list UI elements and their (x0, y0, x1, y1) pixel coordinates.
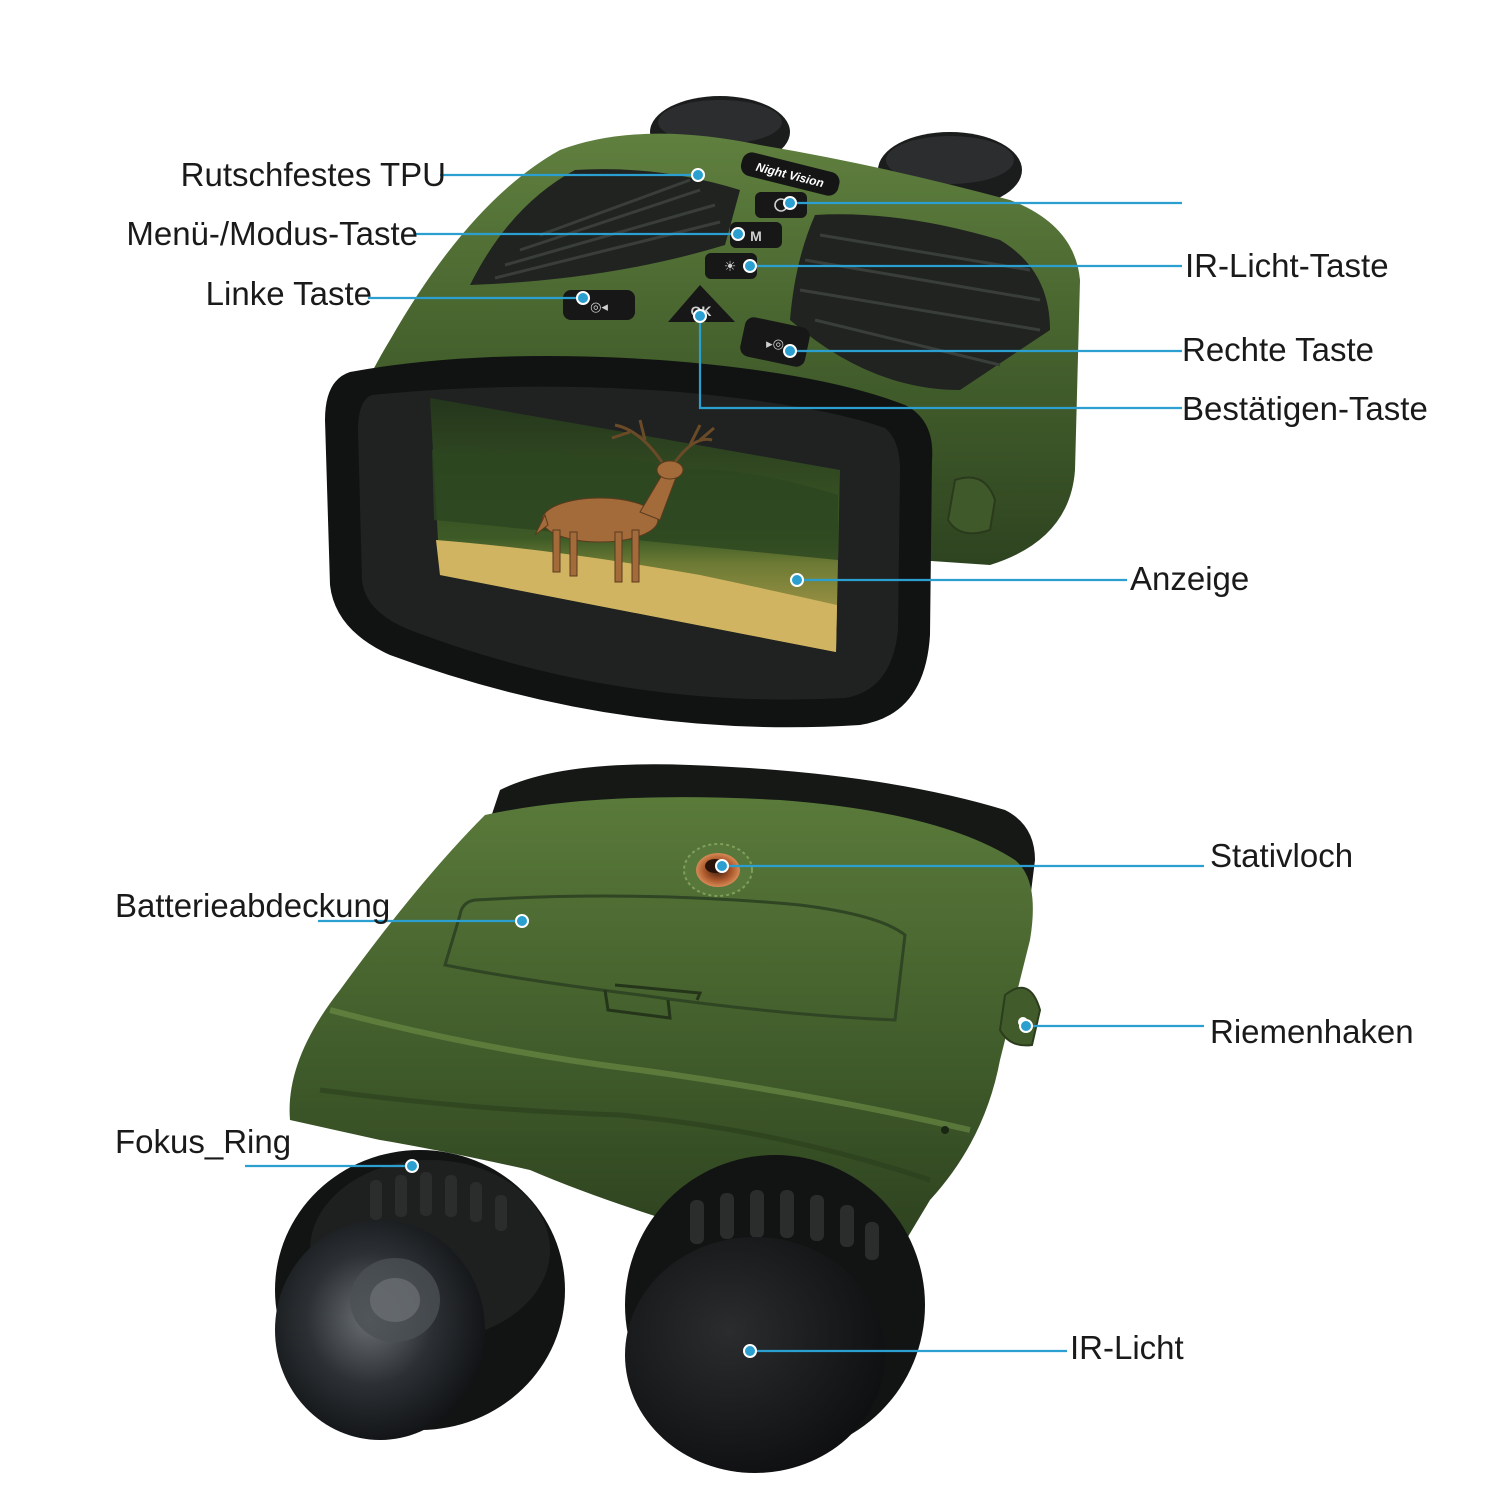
strap-hook (998, 986, 1042, 1047)
labels: Rutschfestes TPU Menü-/Modus-Taste Linke… (115, 156, 1428, 1366)
label-confirm-button: Bestätigen-Taste (1182, 390, 1428, 427)
label-left-button: Linke Taste (206, 275, 372, 312)
zoom-in-icon: ▸◎ (766, 337, 784, 352)
label-tripod-hole: Stativloch (1210, 837, 1353, 874)
display-screen (430, 398, 840, 652)
label-menu-button: Menü-/Modus-Taste (126, 215, 418, 252)
label-display: Anzeige (1130, 560, 1249, 597)
top-strap-hook (946, 476, 997, 535)
label-ir-light: IR-Licht (1070, 1329, 1184, 1366)
svg-text:M: M (750, 228, 762, 244)
battery-latch (603, 983, 703, 1020)
label-focus-ring: Fokus_Ring (115, 1123, 291, 1160)
ir-light-assembly (625, 1155, 925, 1473)
antlers (611, 419, 715, 463)
label-ir-button: IR-Licht-Taste (1185, 247, 1389, 284)
binocular-top-view: Night Vision M ☀ ◎◂ OK ▸◎ (325, 96, 1080, 728)
leader-lines (245, 168, 1204, 1358)
sun-icon: ☀ (724, 259, 737, 275)
menu-mode-button[interactable]: M (730, 222, 782, 248)
binocular-bottom-view (275, 764, 1042, 1473)
tpu-grip-right (790, 214, 1050, 390)
power-button[interactable] (755, 192, 807, 218)
left-button[interactable]: ◎◂ (563, 290, 635, 320)
deer-image (534, 460, 684, 583)
bottom-body-shell (289, 797, 1033, 1253)
battery-cover (443, 894, 907, 1022)
label-right-button: Rechte Taste (1182, 331, 1374, 368)
label-tpu: Rutschfestes TPU (181, 156, 446, 193)
label-strap-hook: Riemenhaken (1210, 1013, 1414, 1050)
focus-ring-assembly (275, 1150, 565, 1440)
zoom-out-icon: ◎◂ (590, 300, 608, 315)
ir-light-button[interactable]: ☀ (705, 253, 757, 279)
label-battery-cover: Batterieabdeckung (115, 887, 390, 924)
